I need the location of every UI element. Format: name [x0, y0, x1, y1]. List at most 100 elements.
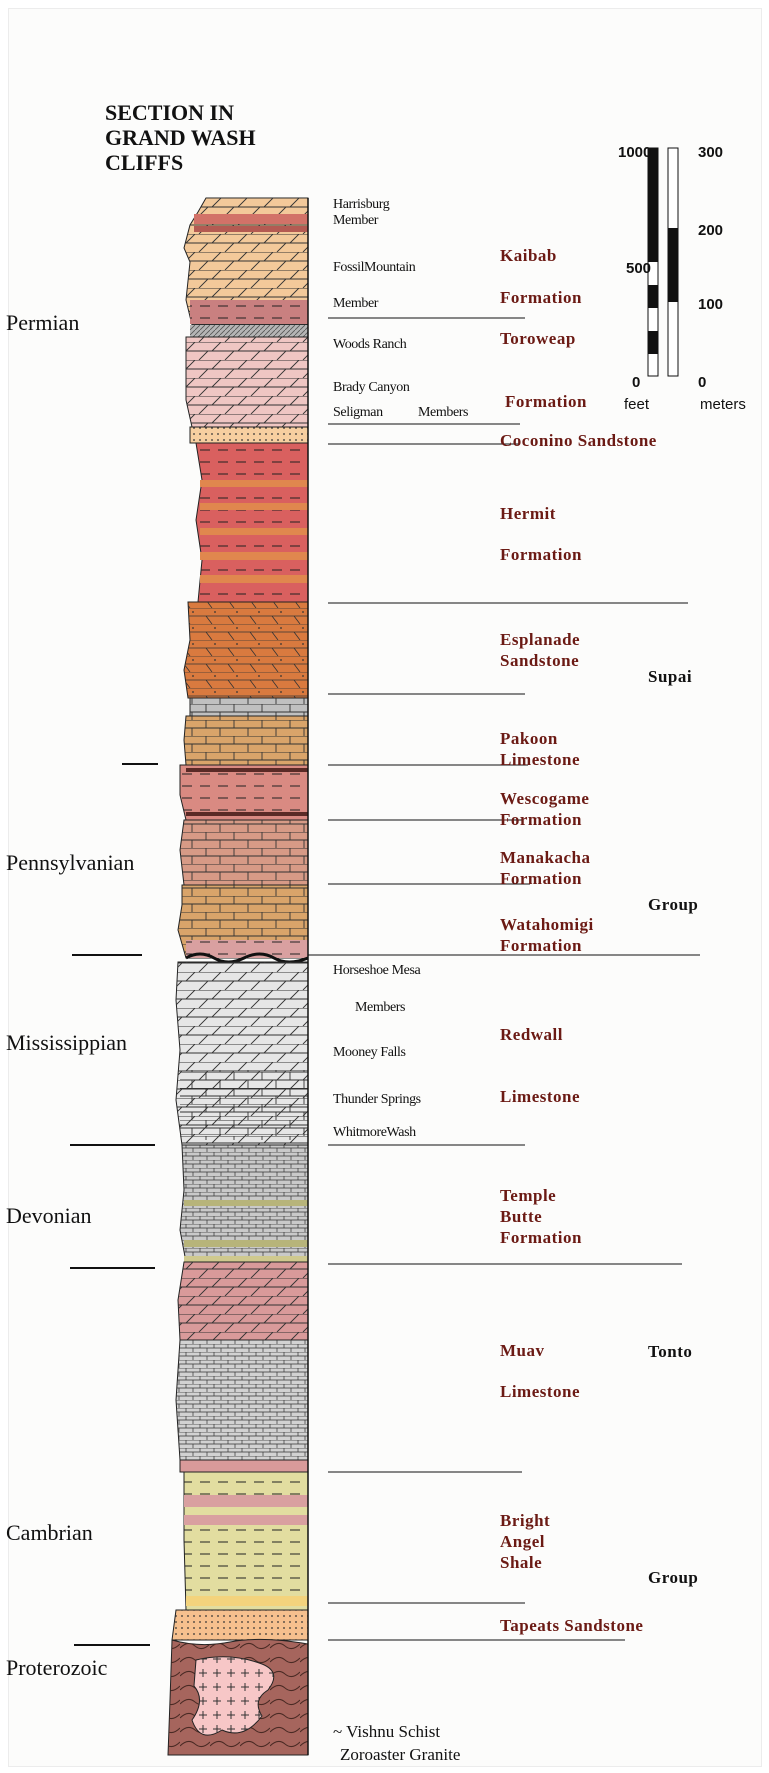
formation-label-kaibab: Formation [500, 287, 582, 308]
layer-toroweap-pattern [186, 337, 308, 427]
feet-scale-segment [648, 148, 658, 262]
period-label-mississippian: Mississippian [6, 1030, 127, 1056]
member-label: Seligman [333, 405, 383, 421]
scale-bar [648, 148, 678, 376]
layer-hermit-sand-band [200, 528, 308, 535]
formation-label-pakoon: Pakoon [500, 728, 558, 749]
layer-esplanade-pattern [184, 602, 308, 698]
layer-temple-butte-olive-band [184, 1256, 308, 1262]
layer-bright-angel-pink-band [184, 1495, 308, 1507]
member-label: Horseshoe Mesa [333, 963, 420, 979]
layer-hermit-sand-band [200, 552, 308, 560]
formation-label-manakacha: Manakacha [500, 847, 590, 868]
meters-scale-label: meters [700, 396, 746, 413]
period-label-pennsylvanian: Pennsylvanian [6, 850, 134, 876]
layer-kaibab-chert-pattern [190, 300, 308, 324]
layer-hermit-sand-band [200, 575, 308, 583]
layer-redwall-lower-lime [180, 1070, 308, 1140]
member-label: Member [333, 213, 378, 229]
basement-label-zoroaster: Zoroaster Granite [340, 1745, 460, 1765]
layer-temple-butte-olive-band [184, 1200, 308, 1206]
group-label-supai: Group [648, 895, 698, 915]
feet-scale-segment [648, 331, 658, 354]
meters-tick-label: 300 [698, 144, 723, 161]
layer-tapeats-pattern [172, 1610, 308, 1640]
diagram-title: SECTION IN GRAND WASH CLIFFS [105, 100, 256, 175]
formation-label-pakoon: Limestone [500, 749, 580, 770]
formation-label-wescogame: Wescogame [500, 788, 589, 809]
meters-tick-label: 200 [698, 222, 723, 239]
period-label-devonian: Devonian [6, 1203, 92, 1229]
period-label-proterozoic: Proterozoic [6, 1655, 107, 1681]
title-line: CLIFFS [105, 150, 256, 175]
formation-label-hermit: Formation [500, 544, 582, 565]
formation-label-wescogame: Formation [500, 809, 582, 830]
formation-label-muav: Limestone [500, 1381, 580, 1402]
member-label: WhitmoreWash [333, 1125, 416, 1141]
layer-muav-upper-pattern [178, 1262, 308, 1340]
formation-label-esplanade: Esplanade [500, 629, 580, 650]
layer-hermit-sand-band [200, 480, 308, 487]
member-label: Brady Canyon [333, 380, 409, 396]
group-label-tonto: Tonto [648, 1342, 692, 1362]
layer-coconino-pattern [190, 427, 308, 443]
formation-label-watahomigi: Formation [500, 935, 582, 956]
formation-label-toroweap: Formation [505, 391, 587, 412]
layer-hermit-sand-band [200, 503, 308, 510]
formation-label-tapeats: Tapeats Sandstone [500, 1615, 643, 1636]
formation-label-muav: Muav [500, 1340, 545, 1361]
feet-scale-label: feet [624, 396, 649, 413]
group-label-supai: Supai [648, 667, 692, 687]
layer-wescogame-dark-band [186, 768, 308, 772]
meters-tick-label: 100 [698, 296, 723, 313]
feet-scale-segment [648, 285, 658, 308]
formation-label-kaibab: Kaibab [500, 245, 557, 266]
column [168, 198, 308, 1755]
layer-bright-angel-pink-band [184, 1515, 308, 1525]
formation-label-redwall: Limestone [500, 1086, 580, 1107]
formation-label-toroweap: Toroweap [500, 328, 576, 349]
formation-label-manakacha: Formation [500, 868, 582, 889]
formation-label-bright-angel: Shale [500, 1552, 542, 1573]
period-label-permian: Permian [6, 310, 79, 336]
layer-temple-butte-olive-band [184, 1240, 308, 1247]
member-label: Harrisburg [333, 197, 389, 213]
group-label-tonto: Group [648, 1568, 698, 1588]
title-line: SECTION IN [105, 100, 256, 125]
member-label: Member [333, 296, 378, 312]
formation-label-temple-butte: Butte [500, 1206, 542, 1227]
layer-wescogame-dark-band [186, 812, 308, 816]
formation-label-bright-angel: Angel [500, 1531, 545, 1552]
feet-tick-label: 1000 [618, 144, 651, 161]
layer-manakacha-pattern [180, 820, 308, 885]
layer-muav-pink-base [180, 1460, 308, 1472]
title-line: GRAND WASH [105, 125, 256, 150]
layer-wescogame-pattern [180, 765, 308, 820]
formation-label-bright-angel: Bright [500, 1510, 550, 1531]
formation-label-coconino: Coconino Sandstone [500, 430, 657, 451]
member-label: Members [355, 1000, 405, 1016]
basement-label-vishnu: ~ Vishnu Schist [333, 1722, 440, 1742]
meters-scale-segment [668, 228, 678, 302]
formation-label-temple-butte: Formation [500, 1227, 582, 1248]
period-label-cambrian: Cambrian [6, 1520, 93, 1546]
formation-label-redwall: Redwall [500, 1024, 563, 1045]
feet-tick-label: 500 [626, 260, 651, 277]
layer-kaibab-red-band [194, 214, 308, 224]
layer-pakoon-grey-pattern [190, 698, 308, 716]
layer-pakoon-pattern [184, 716, 308, 765]
member-label: Mooney Falls [333, 1045, 406, 1061]
member-label: Members [418, 405, 468, 421]
layer-bright-angel-sand-band [186, 1596, 308, 1606]
layer-muav-lower-pattern [176, 1340, 308, 1460]
formation-label-temple-butte: Temple [500, 1185, 556, 1206]
member-label: Thunder Springs [333, 1092, 421, 1108]
layer-toroweap-grey-pattern [190, 325, 308, 337]
member-label: Woods Ranch [333, 337, 406, 353]
formation-label-watahomigi: Watahomigi [500, 914, 594, 935]
feet-tick-label: 0 [632, 374, 640, 391]
formation-label-esplanade: Sandstone [500, 650, 579, 671]
layer-kaibab-red-band [194, 226, 308, 232]
layer-bright-angel-pattern [184, 1472, 308, 1610]
member-label: FossilMountain [333, 260, 415, 276]
